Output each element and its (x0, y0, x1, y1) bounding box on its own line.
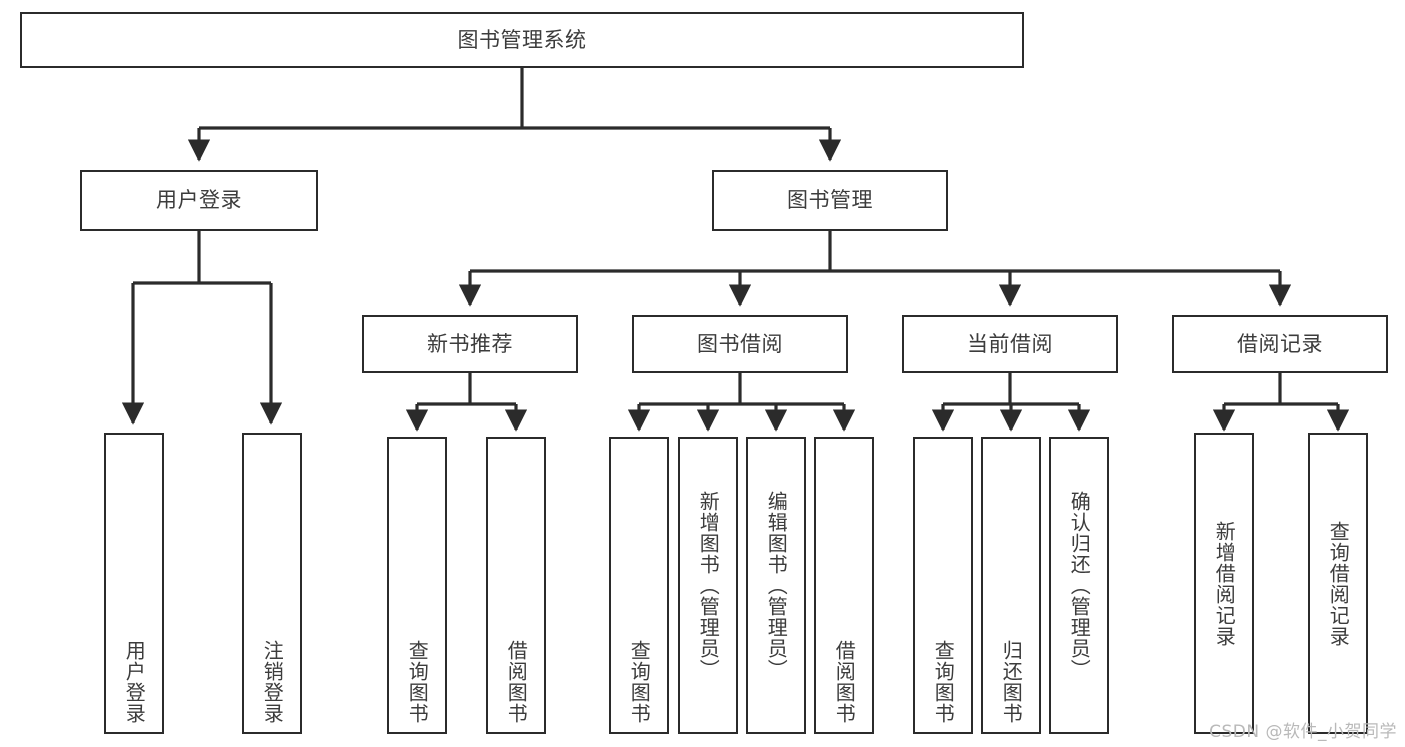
leaf-borrow-record-query-label: 查询借阅记录 (1326, 520, 1351, 647)
leaf-current-borrow-confirm-return-label: 确认归还（管理员） (1067, 491, 1092, 680)
node-root[interactable]: 图书管理系统 (20, 12, 1024, 68)
leaf-book-borrow-query-label: 查询图书 (627, 640, 652, 724)
leaf-book-borrow-edit[interactable]: 编辑图书（管理员） (746, 437, 806, 734)
leaf-book-borrow-borrow-label: 借阅图书 (832, 640, 857, 724)
leaf-current-borrow-confirm-return[interactable]: 确认归还（管理员） (1049, 437, 1109, 734)
leaf-book-borrow-add[interactable]: 新增图书（管理员） (678, 437, 738, 734)
node-new-book-recommend-label: 新书推荐 (427, 331, 513, 356)
leaf-current-borrow-query[interactable]: 查询图书 (913, 437, 973, 734)
node-book-management[interactable]: 图书管理 (712, 170, 948, 231)
node-current-borrow[interactable]: 当前借阅 (902, 315, 1118, 373)
node-current-borrow-label: 当前借阅 (967, 331, 1053, 356)
watermark-text: CSDN @软件_小贺同学 (1209, 722, 1397, 742)
leaf-current-borrow-query-label: 查询图书 (931, 640, 956, 724)
leaf-current-borrow-return-label: 归还图书 (999, 640, 1024, 724)
leaf-book-borrow-edit-label: 编辑图书（管理员） (764, 491, 789, 680)
leaf-new-book-query-label: 查询图书 (405, 640, 430, 724)
node-book-management-label: 图书管理 (787, 188, 873, 212)
leaf-borrow-record-query[interactable]: 查询借阅记录 (1308, 433, 1368, 734)
node-book-borrow[interactable]: 图书借阅 (632, 315, 848, 373)
node-borrow-record[interactable]: 借阅记录 (1172, 315, 1388, 373)
leaf-book-borrow-borrow[interactable]: 借阅图书 (814, 437, 874, 734)
leaf-book-borrow-query[interactable]: 查询图书 (609, 437, 669, 734)
leaf-user-login-logout-label: 注销登录 (260, 640, 285, 724)
node-new-book-recommend[interactable]: 新书推荐 (362, 315, 578, 373)
leaf-book-borrow-add-label: 新增图书（管理员） (696, 491, 721, 680)
node-root-label: 图书管理系统 (457, 27, 587, 52)
leaf-current-borrow-return[interactable]: 归还图书 (981, 437, 1041, 734)
leaf-new-book-borrow-label: 借阅图书 (504, 640, 529, 724)
leaf-borrow-record-add-label: 新增借阅记录 (1212, 520, 1237, 647)
node-borrow-record-label: 借阅记录 (1237, 331, 1323, 356)
node-user-login[interactable]: 用户登录 (80, 170, 318, 231)
node-user-login-label: 用户登录 (156, 188, 242, 212)
leaf-borrow-record-add[interactable]: 新增借阅记录 (1194, 433, 1254, 734)
leaf-user-login-login-label: 用户登录 (122, 640, 147, 724)
leaf-new-book-query[interactable]: 查询图书 (387, 437, 447, 734)
node-book-borrow-label: 图书借阅 (697, 331, 783, 356)
leaf-user-login-login[interactable]: 用户登录 (104, 433, 164, 734)
leaf-user-login-logout[interactable]: 注销登录 (242, 433, 302, 734)
leaf-new-book-borrow[interactable]: 借阅图书 (486, 437, 546, 734)
